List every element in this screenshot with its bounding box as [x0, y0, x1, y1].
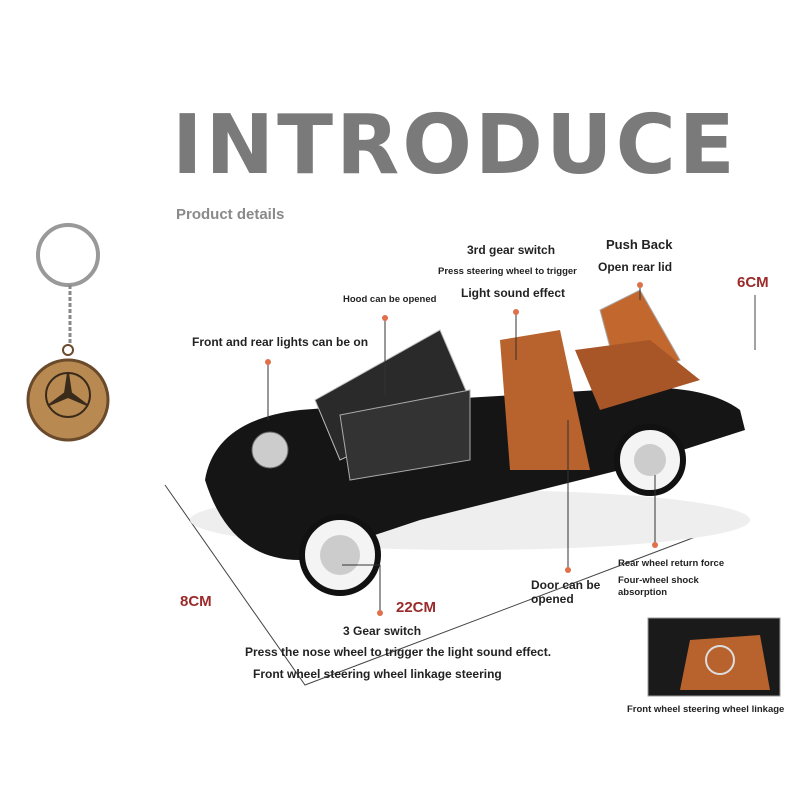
page-subtitle: Product details	[176, 206, 285, 223]
gear3-press: Press steering wheel to trigger	[438, 266, 577, 277]
nose-wheel-label: Press the nose wheel to trigger the ligh…	[245, 645, 552, 659]
dimension-length: 22CM	[396, 599, 437, 616]
door-label-2: opened	[531, 592, 574, 606]
gear3-title: 3rd gear switch	[467, 243, 556, 257]
hood-label: Hood can be opened	[343, 294, 437, 305]
shock-label-1: Four-wheel shock	[618, 575, 699, 586]
dimension-width: 8CM	[180, 593, 212, 610]
gear3-effect: Light sound effect	[461, 286, 565, 300]
car-image	[190, 289, 750, 596]
page-title: INTRODUCE	[172, 98, 738, 193]
rear-wheel-label: Rear wheel return force	[618, 558, 725, 569]
door-label-1: Door can be	[531, 578, 601, 592]
gear-switch-label: 3 Gear switch	[343, 624, 422, 638]
shock-label-2: absorption	[618, 587, 668, 598]
steering-label: Front wheel steering wheel linkage steer…	[253, 667, 502, 681]
inset-steering-image	[647, 617, 781, 697]
open-rear: Open rear lid	[598, 260, 673, 274]
keychain-image	[26, 223, 110, 442]
push-back: Push Back	[606, 237, 673, 252]
inset-caption: Front wheel steering wheel linkage	[627, 704, 785, 715]
lights-label: Front and rear lights can be on	[192, 335, 369, 349]
star-logo-icon	[45, 372, 91, 418]
dimension-height: 6CM	[737, 274, 769, 291]
dimension-lines	[164, 295, 756, 686]
callout-lines	[267, 285, 656, 613]
callout-dots	[265, 282, 658, 616]
